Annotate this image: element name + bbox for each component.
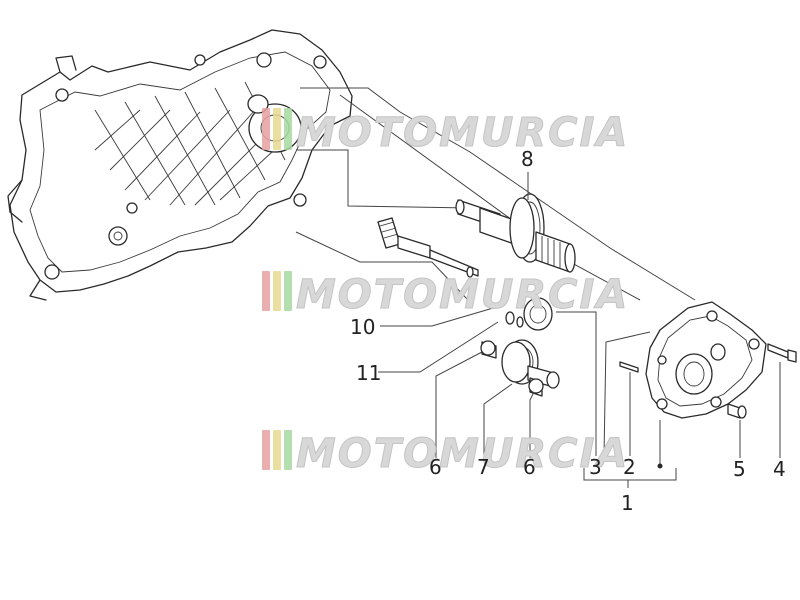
callout-6-right: 6 xyxy=(523,455,536,479)
main-shaft-gear xyxy=(455,193,576,273)
svg-text:MOTOMURCIA: MOTOMURCIA xyxy=(296,272,629,318)
callout-4: 4 xyxy=(773,457,786,481)
callout-11: 11 xyxy=(356,361,381,385)
crankcase-housing xyxy=(7,29,353,301)
bearing-ring xyxy=(505,297,553,331)
callout-6-left: 6 xyxy=(429,455,442,479)
svg-text:MOTOMURCIA: MOTOMURCIA xyxy=(296,431,629,477)
svg-text:MOTOMURCIA: MOTOMURCIA xyxy=(296,110,629,156)
callout-3: 3 xyxy=(589,455,602,479)
watermark-bottom: MOTOMURCIA xyxy=(262,430,629,478)
callout-labels: 8 10 11 6 7 6 3 2 5 4 1 xyxy=(350,147,786,515)
bushing-left xyxy=(480,340,497,359)
watermark-top: MOTOMURCIA xyxy=(262,108,629,157)
bushing-right xyxy=(528,377,544,397)
callout-7: 7 xyxy=(477,455,490,479)
short-bolt xyxy=(727,403,747,419)
callout-2: 2 xyxy=(623,455,636,479)
callout-5: 5 xyxy=(733,457,746,481)
watermark-middle: MOTOMURCIA xyxy=(262,271,629,319)
cover-bolt xyxy=(767,343,797,363)
gearbox-cover xyxy=(645,301,767,419)
callout-1: 1 xyxy=(621,491,634,515)
callout-leaders xyxy=(378,172,781,488)
callout-10: 10 xyxy=(350,315,375,339)
dowel-pin xyxy=(619,361,639,373)
countershaft xyxy=(377,217,479,278)
callout-8-top: 8 xyxy=(521,147,534,171)
